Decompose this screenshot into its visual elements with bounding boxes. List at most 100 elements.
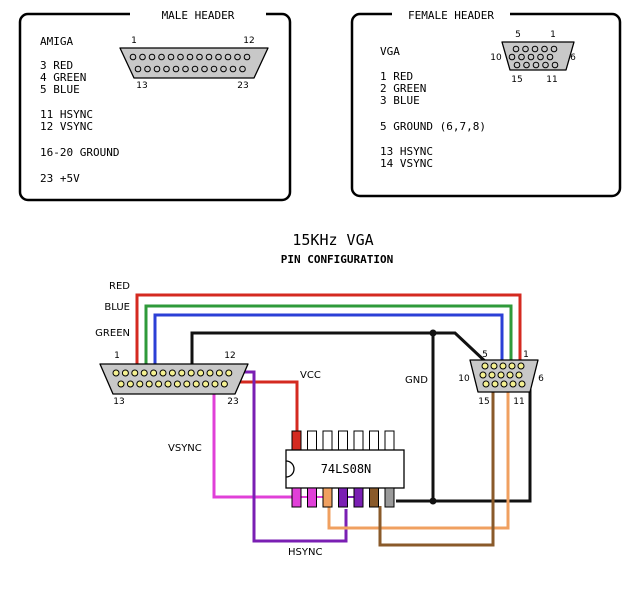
male-header-line-green: 4 GREEN [40, 71, 86, 84]
db15-connector-icon [501, 41, 575, 71]
vsync-wire [212, 383, 298, 499]
diagram-subtitle: PIN CONFIGURATION [281, 253, 394, 266]
db25-small-pin [243, 53, 251, 61]
db15-small-pin [523, 61, 530, 69]
vga-pin11-label: 11 [513, 397, 524, 407]
db25-pin [197, 369, 205, 377]
chip-74ls08n [285, 430, 405, 508]
male-header-line-vsync: 12 VSYNC [40, 120, 93, 133]
db15-small-pin [546, 53, 554, 61]
db25-pin [150, 369, 158, 377]
green-wire [144, 304, 513, 372]
db25-small-pin [186, 53, 194, 61]
red-wire [135, 293, 522, 372]
female-header-line-blue: 3 BLUE [380, 94, 420, 107]
db15-small-pin [527, 53, 535, 61]
female-header-line-red: 1 RED [380, 70, 413, 83]
male-header-panel: MALE HEADER AMIGA 3 RED 4 GREEN 5 BLUE 1… [18, 6, 292, 202]
db15-small-pin5-label: 5 [515, 30, 521, 40]
ground-junction-top [429, 329, 437, 337]
chip-bottom-pin [338, 487, 348, 508]
db25-small-pin [201, 65, 208, 73]
vcc-label: VCC [300, 370, 321, 381]
db25-pin [168, 369, 176, 377]
chip-bottom-pin [291, 487, 302, 508]
vga-pin [499, 362, 507, 370]
db15-small-pin [551, 61, 559, 69]
vga-pin [508, 362, 516, 370]
db25-pin [126, 380, 134, 388]
db15-small-pin11-label: 11 [546, 75, 557, 85]
db25-pin [159, 369, 167, 377]
db25-small-pin [134, 65, 142, 73]
db25-pin [131, 369, 139, 377]
male-header-title-bg [130, 6, 266, 22]
vga-pin15-label: 15 [478, 397, 489, 407]
chip-bottom-pin [369, 487, 379, 508]
chip-bottom-pin [353, 487, 364, 508]
vga-pin [482, 380, 490, 388]
chip-top-pin [322, 430, 333, 451]
vga-pin [515, 371, 523, 379]
gnd-label: GND [405, 375, 428, 386]
vga-pin [518, 380, 526, 388]
vga-pin [506, 371, 514, 379]
db25-pin [112, 369, 120, 377]
vcc-wire [230, 380, 299, 441]
db25-small-pin [158, 53, 165, 61]
vga-pin [497, 371, 505, 379]
vga-pin [481, 362, 489, 370]
db25-small-pin [167, 53, 175, 61]
vga-pin [491, 380, 499, 388]
db25-small-pin [210, 65, 218, 73]
chip-bottom-pin [322, 487, 333, 508]
female-header-system: VGA [380, 45, 400, 58]
vga-pin [479, 371, 487, 379]
db25-pin [220, 380, 228, 388]
vga-pin [488, 371, 496, 379]
db25-pin [136, 380, 144, 388]
db25-pin [145, 380, 153, 388]
db25-pin [121, 369, 129, 377]
db15-small-pin10-label: 10 [490, 53, 502, 63]
db25-pin [192, 380, 200, 388]
db25-small-pin13-label: 13 [136, 81, 147, 91]
brown-wire [378, 386, 495, 547]
male-header-line-hsync: 11 HSYNC [40, 108, 93, 121]
vga-pin1-label: 1 [523, 350, 529, 360]
db15-small-pin [512, 45, 520, 53]
db15-connector [469, 359, 539, 393]
db25-small-pin [215, 53, 222, 61]
db15-small-pin [537, 53, 544, 61]
green-wire-label: GREEN [95, 328, 130, 339]
db25-pin [164, 380, 172, 388]
db15-small-pin [522, 45, 529, 53]
db25-pin [155, 380, 163, 388]
chip-bottom-pin [384, 487, 395, 508]
female-header-line-ground: 5 GROUND (6,7,8) [380, 120, 486, 133]
vga-pin5-label: 5 [482, 350, 488, 360]
db25-small-pin [148, 53, 156, 61]
hsync-label: HSYNC [288, 547, 322, 558]
hsync-wire [233, 370, 348, 543]
db25-small-pin [191, 65, 199, 73]
db25-pin [225, 369, 233, 377]
db25-small-pin [182, 65, 189, 73]
chip-top-pin [369, 430, 379, 451]
chip-top-pin [384, 430, 395, 451]
db15-small-pin [531, 45, 539, 53]
chip-top-pin [307, 430, 317, 451]
db25-small-pin [144, 65, 151, 73]
male-header-line-blue: 5 BLUE [40, 83, 80, 96]
chip-top-pin [338, 430, 348, 451]
db15-small-pin1-label: 1 [550, 30, 556, 40]
blue-wire [153, 313, 504, 372]
male-header-system: AMIGA [40, 35, 73, 48]
db15-small-pin [518, 53, 525, 61]
db25-pin [178, 369, 186, 377]
female-header-line-green: 2 GREEN [380, 82, 426, 95]
red-wire-label: RED [109, 281, 130, 292]
db15-small-pin15-label: 15 [511, 75, 522, 85]
db25-small-pin [196, 53, 203, 61]
